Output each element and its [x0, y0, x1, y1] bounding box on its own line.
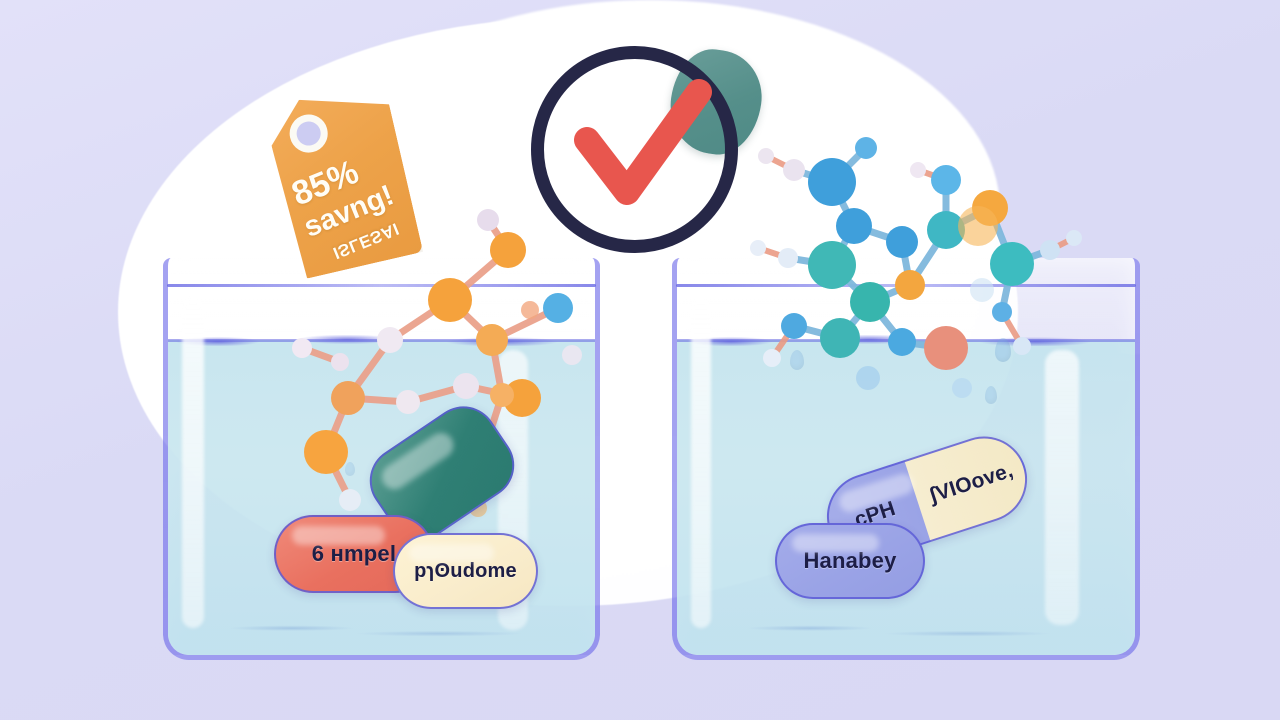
capsule-bicolor-right-label: ʃVIOove, [926, 458, 1016, 508]
capsule-red-gloss [291, 525, 386, 546]
right-molecule-cluster [750, 137, 1082, 398]
capsule-blue-label: Hanabey [803, 548, 897, 573]
left-molecule-cluster [292, 209, 582, 517]
capsule-cream-label: pɿʘudome [414, 559, 517, 582]
right-glass-highlight-2 [1045, 350, 1079, 625]
left-glass-highlight [182, 298, 204, 628]
capsule-red-label: 6 ʜmpel [311, 541, 397, 566]
capsule-cream-gloss [409, 543, 494, 563]
left-droplet-2 [345, 462, 355, 476]
left-bottom-ripple [202, 621, 561, 639]
check-icon [574, 79, 712, 205]
right-beaker [672, 258, 1140, 660]
left-beaker-rim [167, 284, 596, 287]
right-bottom-ripple [713, 621, 1099, 639]
right-beaker-glass [672, 258, 1140, 660]
capsule-blue[interactable]: Hanabey [775, 523, 925, 599]
right-droplet-2 [985, 386, 997, 404]
approval-check-badge[interactable] [531, 44, 768, 253]
right-glass-highlight [691, 298, 711, 628]
right-droplet-4 [790, 350, 804, 370]
right-droplet-1 [995, 338, 1011, 362]
capsule-cream[interactable]: pɿʘudome [393, 533, 538, 609]
capsule-blue-gloss [791, 533, 880, 553]
